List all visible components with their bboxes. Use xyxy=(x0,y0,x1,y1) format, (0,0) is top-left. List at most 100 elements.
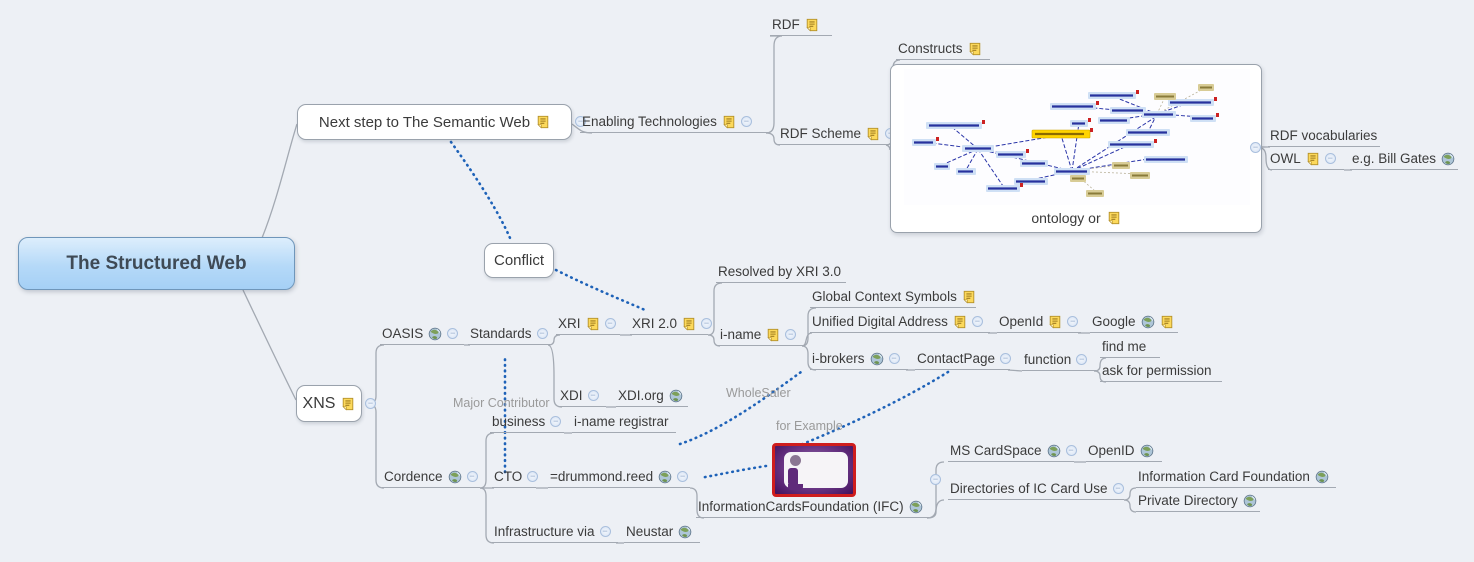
topic-find-me[interactable]: find me xyxy=(1100,336,1160,358)
topic-label: RDF xyxy=(772,17,800,32)
collapse-toggle[interactable]: − xyxy=(536,328,548,339)
collapse-toggle[interactable]: − xyxy=(599,526,611,537)
topic-xns[interactable]: XNS xyxy=(296,385,362,422)
globe-icon[interactable] xyxy=(1141,315,1155,329)
note-icon[interactable] xyxy=(1160,315,1174,329)
collapse-toggle[interactable]: − xyxy=(1065,445,1077,456)
topic-label: Standards xyxy=(470,326,532,341)
collapse-toggle[interactable]: − xyxy=(447,328,459,339)
note-icon[interactable] xyxy=(1306,152,1320,166)
topic-label: Neustar xyxy=(626,524,674,539)
topic-neustar[interactable]: Neustar xyxy=(624,521,700,543)
collapse-toggle[interactable]: − xyxy=(1076,354,1088,365)
topic-constructs[interactable]: Constructs xyxy=(896,38,990,60)
collapse-toggle[interactable]: − xyxy=(930,474,941,485)
topic-information-card-foundation[interactable]: Information Card Foundation xyxy=(1136,466,1336,488)
globe-icon[interactable] xyxy=(658,470,672,484)
collapse-toggle[interactable]: − xyxy=(1067,316,1079,327)
collapse-toggle[interactable]: − xyxy=(1324,153,1336,164)
topic-i-name-registrar[interactable]: i-name registrar xyxy=(572,411,676,433)
collapse-toggle[interactable]: − xyxy=(677,471,689,482)
globe-icon[interactable] xyxy=(870,352,884,366)
topic-owl-example[interactable]: e.g. Bill Gates xyxy=(1350,148,1458,170)
note-icon[interactable] xyxy=(968,42,982,56)
topic-label: Global Context Symbols xyxy=(812,289,957,304)
topic-ontology-image-node[interactable]: ontology or xyxy=(890,64,1262,233)
topic-label: XRI xyxy=(558,316,581,331)
note-icon[interactable] xyxy=(586,317,600,331)
collapse-toggle[interactable]: − xyxy=(466,471,478,482)
topic-google[interactable]: Google xyxy=(1090,311,1178,333)
topic-cto[interactable]: CTO − xyxy=(492,466,539,488)
topic-standards[interactable]: Standards − xyxy=(468,323,550,345)
collapse-toggle[interactable]: − xyxy=(550,416,562,427)
collapse-toggle[interactable]: − xyxy=(785,329,797,340)
topic-infrastructure-via[interactable]: Infrastructure via − xyxy=(492,521,618,543)
topic-openid-2[interactable]: OpenID xyxy=(1086,440,1162,462)
globe-icon[interactable] xyxy=(669,389,683,403)
collapse-toggle[interactable]: − xyxy=(740,116,752,127)
topic-cordence[interactable]: Cordence − xyxy=(382,466,480,488)
note-icon[interactable] xyxy=(1107,211,1121,225)
note-icon[interactable] xyxy=(536,115,550,129)
note-icon[interactable] xyxy=(341,397,355,411)
globe-icon[interactable] xyxy=(678,525,692,539)
collapse-toggle[interactable]: − xyxy=(604,318,616,329)
topic-rdf[interactable]: RDF xyxy=(770,14,832,36)
note-icon[interactable] xyxy=(1048,315,1062,329)
topic-xdi[interactable]: XDI − xyxy=(558,385,606,407)
topic-i-name[interactable]: i-name − xyxy=(718,324,804,346)
collapse-toggle[interactable]: − xyxy=(527,471,539,482)
topic-i-brokers[interactable]: i-brokers − xyxy=(810,348,908,370)
topic-label: Unified Digital Address xyxy=(812,314,948,329)
topic-enabling-technologies[interactable]: Enabling Technologies − xyxy=(580,111,768,133)
topic-owl[interactable]: OWL − xyxy=(1268,148,1344,170)
topic-business[interactable]: business − xyxy=(490,411,564,433)
collapse-toggle[interactable]: − xyxy=(1000,353,1012,364)
globe-icon[interactable] xyxy=(1441,152,1455,166)
collapse-toggle[interactable]: − xyxy=(1250,142,1261,153)
topic-drummond-reed[interactable]: =drummond.reed − xyxy=(548,466,690,488)
globe-icon[interactable] xyxy=(1243,494,1257,508)
note-icon[interactable] xyxy=(682,317,696,331)
topic-ask-for-permission[interactable]: ask for permission xyxy=(1100,360,1222,382)
topic-contactpage[interactable]: ContactPage − xyxy=(915,348,1012,370)
globe-icon[interactable] xyxy=(1140,444,1154,458)
topic-rdf-scheme[interactable]: RDF Scheme − xyxy=(778,123,897,145)
collapse-toggle[interactable]: − xyxy=(575,116,586,127)
topic-rdf-vocabularies[interactable]: RDF vocabularies xyxy=(1268,125,1380,147)
topic-next-step[interactable]: Next step to The Semantic Web xyxy=(297,104,572,140)
note-icon[interactable] xyxy=(805,18,819,32)
topic-xdi-org[interactable]: XDI.org xyxy=(616,385,688,407)
topic-xri-2-0[interactable]: XRI 2.0 − xyxy=(630,313,713,335)
collapse-toggle[interactable]: − xyxy=(1112,483,1124,494)
topic-private-directory[interactable]: Private Directory xyxy=(1136,490,1260,512)
topic-directories-of-ic-card-use[interactable]: Directories of IC Card Use − xyxy=(948,478,1124,500)
globe-icon[interactable] xyxy=(1047,444,1061,458)
topic-ifc[interactable]: InformationCardsFoundation (IFC) xyxy=(696,496,929,518)
note-icon[interactable] xyxy=(962,290,976,304)
topic-conflict[interactable]: Conflict xyxy=(484,243,554,278)
collapse-toggle[interactable]: − xyxy=(971,316,983,327)
topic-xri[interactable]: XRI − xyxy=(556,313,620,335)
globe-icon[interactable] xyxy=(909,500,923,514)
topic-function[interactable]: function − xyxy=(1022,349,1096,371)
note-icon[interactable] xyxy=(766,328,780,342)
globe-icon[interactable] xyxy=(428,327,442,341)
topic-resolved-by-xri-3-0[interactable]: Resolved by XRI 3.0 xyxy=(716,261,846,283)
note-icon[interactable] xyxy=(953,315,967,329)
collapse-toggle[interactable]: − xyxy=(888,353,900,364)
note-icon[interactable] xyxy=(722,115,736,129)
collapse-toggle[interactable]: − xyxy=(365,398,376,409)
collapse-toggle[interactable]: − xyxy=(701,318,713,329)
topic-openid[interactable]: OpenId − xyxy=(997,311,1081,333)
globe-icon[interactable] xyxy=(448,470,462,484)
topic-oasis[interactable]: OASIS − xyxy=(380,323,464,345)
globe-icon[interactable] xyxy=(1315,470,1329,484)
topic-unified-digital-address[interactable]: Unified Digital Address − xyxy=(810,311,990,333)
collapse-toggle[interactable]: − xyxy=(587,390,599,401)
topic-ms-cardspace[interactable]: MS CardSpace − xyxy=(948,440,1077,462)
topic-global-context-symbols[interactable]: Global Context Symbols xyxy=(810,286,976,308)
topic-root[interactable]: The Structured Web xyxy=(18,237,295,290)
note-icon[interactable] xyxy=(866,127,880,141)
